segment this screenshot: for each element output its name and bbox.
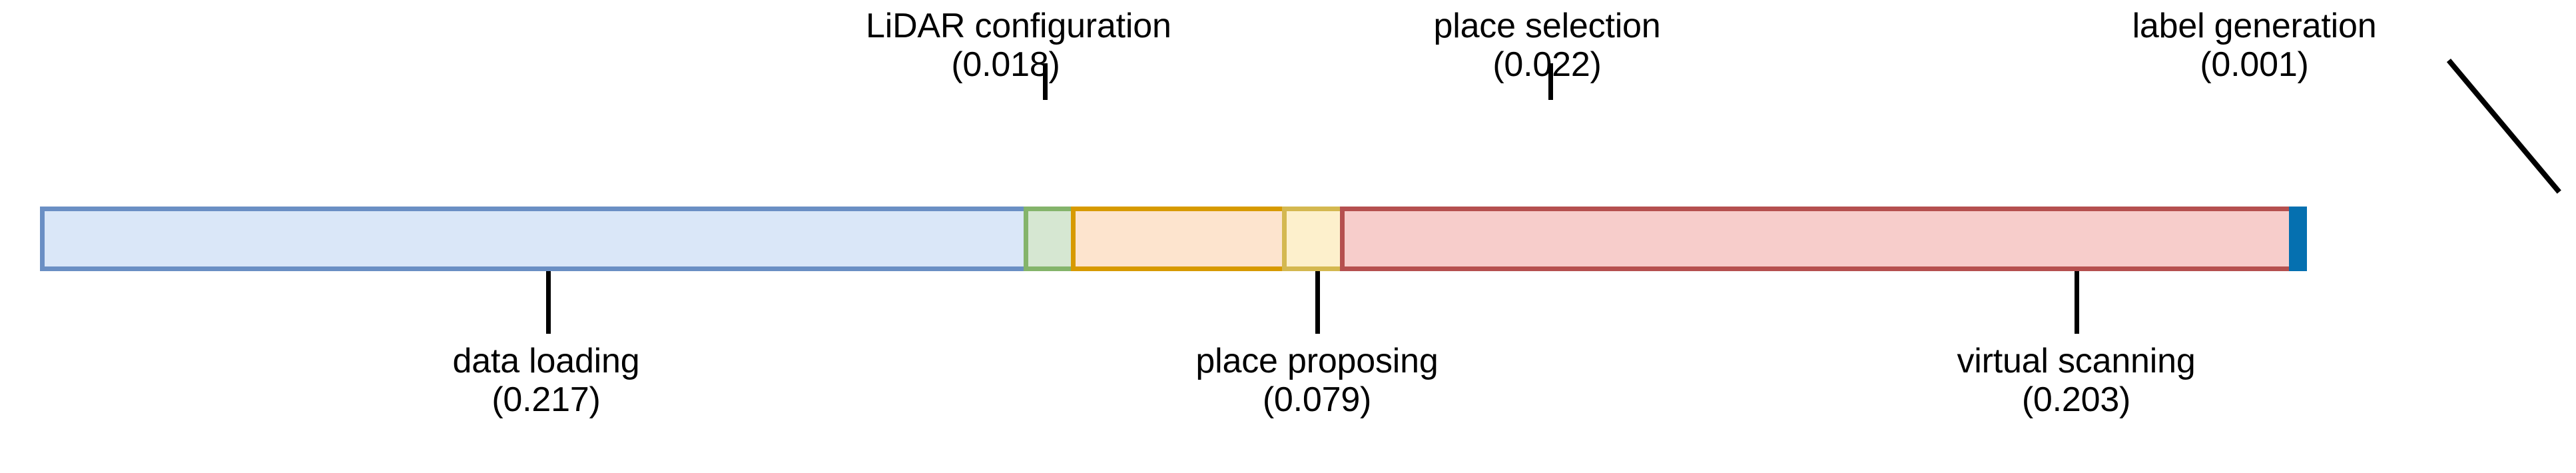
callout-virtual-scanning: virtual scanning (0.203) bbox=[1901, 342, 2251, 419]
leader-line-place-proposing bbox=[1315, 271, 1320, 334]
callout-label-generation-value: (0.001) bbox=[2200, 45, 2309, 85]
callout-lidar-configuration-label: LiDAR configuration bbox=[866, 7, 1171, 45]
callout-virtual-scanning-value: (0.203) bbox=[2021, 380, 2131, 420]
bar-segment-label-generation[interactable] bbox=[2289, 207, 2307, 271]
callout-data-loading: data loading (0.217) bbox=[406, 342, 686, 419]
leader-line-label-generation bbox=[2446, 59, 2561, 194]
leader-line-lidar-configuration bbox=[1043, 63, 1048, 100]
bar-segment-place-selection[interactable] bbox=[1282, 207, 1345, 271]
bar-segment-virtual-scanning[interactable] bbox=[1340, 207, 2294, 271]
callout-virtual-scanning-label: virtual scanning bbox=[1957, 342, 2196, 380]
stacked-bar bbox=[40, 207, 2556, 271]
callout-place-selection-value: (0.022) bbox=[1492, 45, 1602, 85]
callout-place-proposing: place proposing (0.079) bbox=[1135, 342, 1498, 419]
callout-data-loading-label: data loading bbox=[452, 342, 640, 380]
callout-data-loading-value: (0.217) bbox=[491, 380, 601, 420]
callout-lidar-configuration-value: (0.018) bbox=[951, 45, 1060, 85]
callout-place-proposing-label: place proposing bbox=[1195, 342, 1439, 380]
callout-place-proposing-value: (0.079) bbox=[1262, 380, 1372, 420]
bar-segment-lidar-configuration[interactable] bbox=[1024, 207, 1076, 271]
callout-place-selection-label: place selection bbox=[1433, 7, 1661, 45]
leader-line-virtual-scanning bbox=[2075, 271, 2079, 334]
callout-label-generation-label: label generation bbox=[2132, 7, 2377, 45]
bar-segment-data-loading[interactable] bbox=[40, 207, 1028, 271]
callout-place-selection: place selection (0.022) bbox=[1377, 7, 1717, 84]
leader-line-data-loading bbox=[546, 271, 551, 334]
callout-lidar-configuration: LiDAR configuration (0.018) bbox=[866, 7, 1171, 85]
bar-segment-place-proposing[interactable] bbox=[1071, 207, 1287, 271]
callout-label-generation: label generation (0.001) bbox=[2071, 7, 2437, 84]
leader-line-place-selection bbox=[1548, 63, 1553, 100]
